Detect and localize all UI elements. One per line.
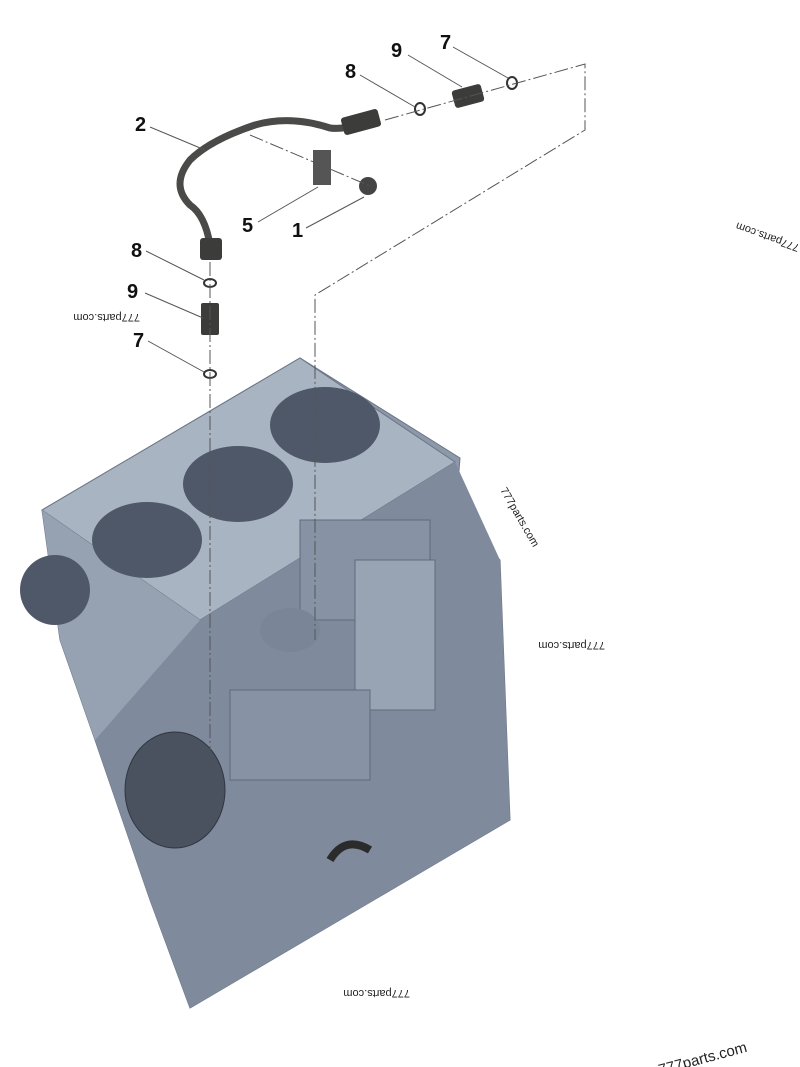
watermark: 777parts.com — [657, 1039, 749, 1067]
watermark: 777parts.com — [497, 486, 541, 550]
fitting-part-top — [451, 84, 485, 108]
nut-part — [359, 177, 377, 195]
callout-8-left: 8 — [131, 240, 142, 262]
fuel-pipe — [176, 109, 382, 260]
watermark: 777parts.com — [538, 639, 605, 651]
assembly-lines — [209, 63, 586, 750]
engine-block — [20, 357, 511, 1009]
callout-9-top: 9 — [391, 40, 402, 62]
callout-9-left: 9 — [127, 281, 138, 303]
callout-1: 1 — [292, 220, 303, 242]
callout-2: 2 — [135, 114, 146, 136]
callout-7-left: 7 — [133, 330, 144, 352]
callout-8-top: 8 — [345, 61, 356, 83]
callout-5: 5 — [242, 215, 253, 237]
watermark: 777parts.com — [734, 219, 800, 253]
clamp-part — [313, 150, 331, 185]
watermark: 777parts.com — [343, 987, 410, 999]
watermark: 777parts.com — [73, 311, 140, 323]
leader-lines — [144, 46, 509, 373]
callout-7-top: 7 — [440, 32, 451, 54]
o-ring-8-top — [414, 102, 426, 116]
